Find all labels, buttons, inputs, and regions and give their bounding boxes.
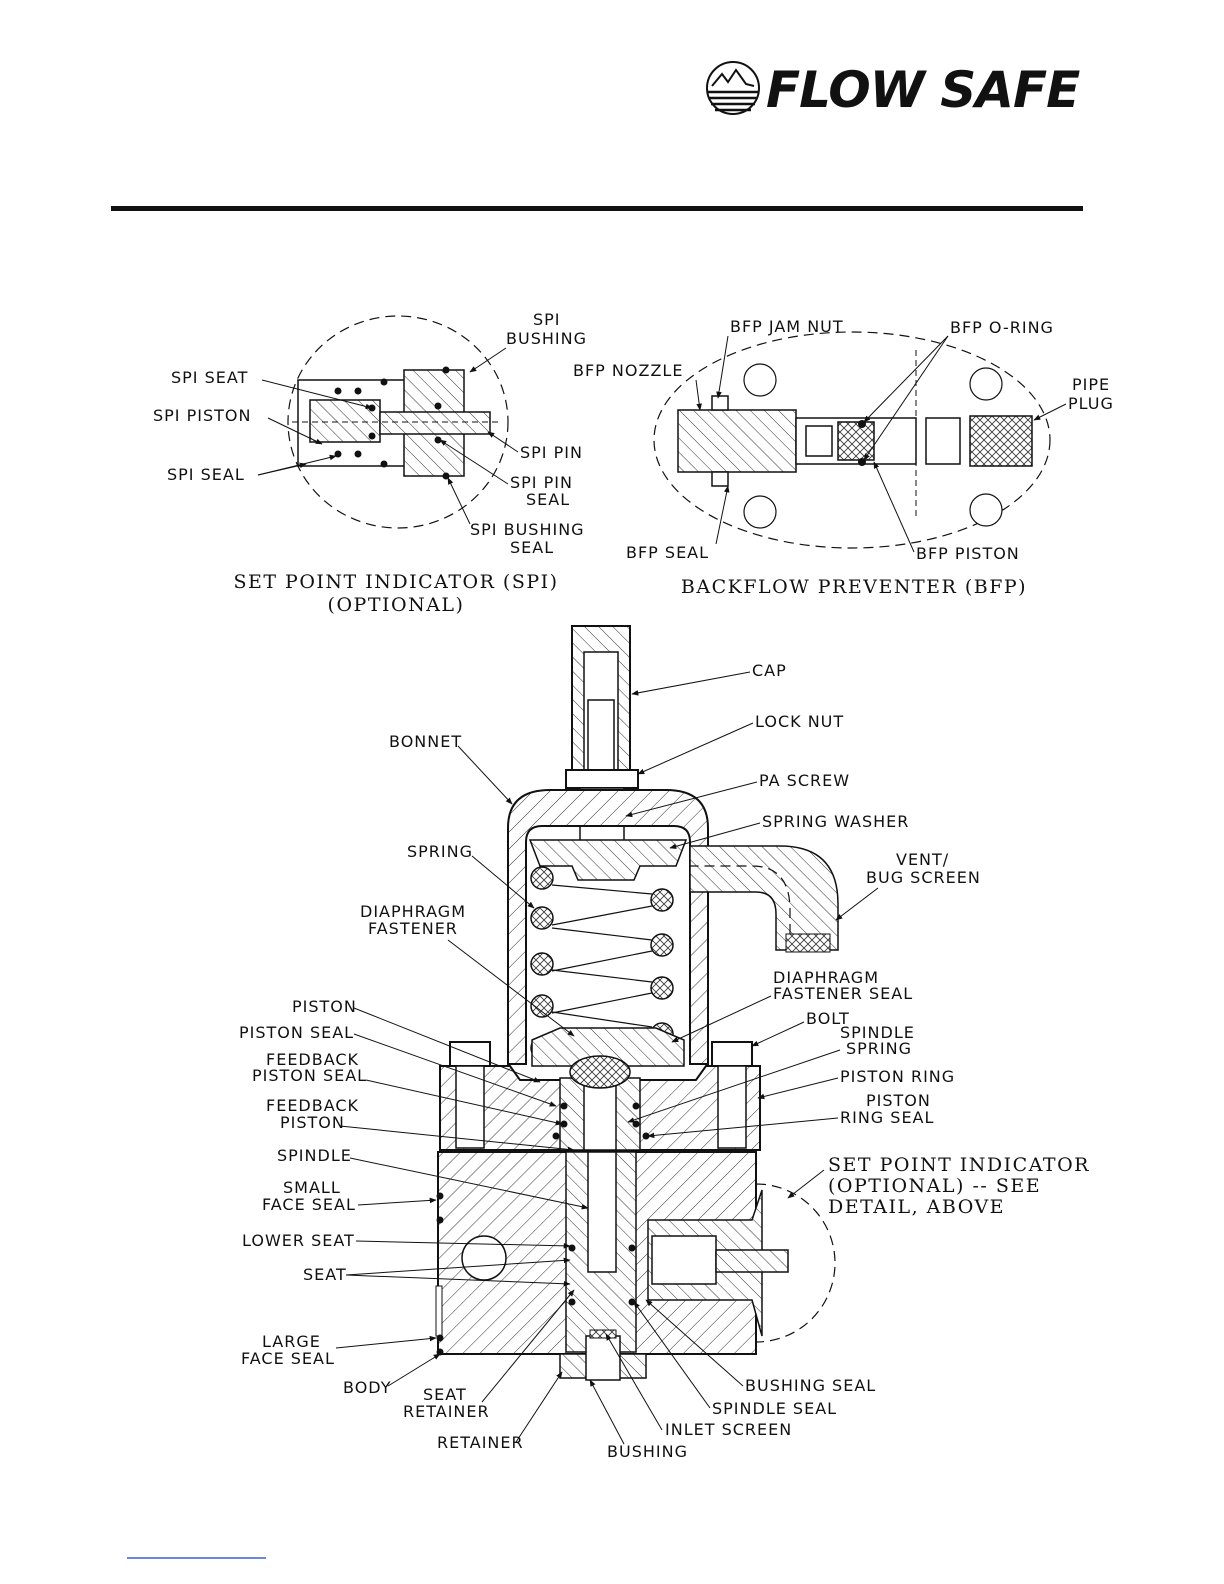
- spi-title-line1: SET POINT INDICATOR (SPI): [233, 571, 558, 593]
- label-small-face-seal-2: FACE SEAL: [262, 1195, 356, 1214]
- label-feedback-piston-seal-1: FEEDBACK: [266, 1050, 359, 1069]
- label-bonnet: BONNET: [389, 732, 462, 751]
- spi-callout-line1: SET POINT INDICATOR: [828, 1154, 1090, 1176]
- label-diaphragm-fastener-seal-1: DIAPHRAGM: [773, 968, 879, 987]
- spi-callout-line3: DETAIL, ABOVE: [828, 1196, 1005, 1218]
- label-pipe-plug-2: PLUG: [1068, 394, 1114, 413]
- label-spindle-spring-1: SPINDLE: [840, 1023, 915, 1042]
- label-diaphragm-fastener-1: DIAPHRAGM: [360, 902, 466, 921]
- label-seat-retainer-1: SEAT: [423, 1385, 467, 1404]
- label-spi-bushing-seal-1: SPI BUSHING: [470, 520, 585, 539]
- label-spi-bushing-2: BUSHING: [506, 329, 587, 348]
- label-seat-retainer-2: RETAINER: [403, 1402, 490, 1421]
- bfp-detail: BFP JAM NUT BFP O-RING BFP NOZZLE PIPE P…: [573, 317, 1114, 598]
- label-feedback-piston-seal-2: PISTON SEAL: [252, 1066, 367, 1085]
- label-seat: SEAT: [303, 1265, 347, 1284]
- label-bfp-o-ring: BFP O-RING: [950, 318, 1054, 337]
- label-spi-pin: SPI PIN: [520, 443, 583, 462]
- label-piston-ring-seal-2: RING SEAL: [840, 1108, 934, 1127]
- logo-text: FLOW SAFE: [766, 61, 1080, 119]
- label-inlet-screen: INLET SCREEN: [665, 1420, 792, 1439]
- flow-safe-globe-icon: [706, 61, 760, 115]
- flow-safe-logo: FLOW SAFE: [706, 61, 1081, 119]
- label-pa-screw: PA SCREW: [759, 771, 850, 790]
- label-piston-ring: PISTON RING: [840, 1067, 955, 1086]
- label-lock-nut: LOCK NUT: [755, 712, 844, 731]
- label-feedback-piston-1: FEEDBACK: [266, 1096, 359, 1115]
- label-spi-seal: SPI SEAL: [167, 465, 245, 484]
- label-pipe-plug-1: PIPE: [1072, 375, 1110, 394]
- label-spi-bushing-seal-2: SEAL: [510, 538, 554, 557]
- label-spi-pin-seal-1: SPI PIN: [510, 473, 573, 492]
- label-bfp-piston: BFP PISTON: [916, 544, 1020, 563]
- spi-detail: SPI BUSHING SPI SEAT SPI PISTON SPI SEAL…: [153, 310, 587, 616]
- label-diaphragm-fastener-seal-2: FASTENER SEAL: [773, 984, 913, 1003]
- label-bfp-jam-nut: BFP JAM NUT: [730, 317, 844, 336]
- label-body: BODY: [343, 1378, 392, 1397]
- label-bfp-nozzle: BFP NOZZLE: [573, 361, 683, 380]
- label-spindle-spring-2: SPRING: [846, 1039, 912, 1058]
- label-vent-2: BUG SCREEN: [866, 868, 981, 887]
- bfp-title: BACKFLOW PREVENTER (BFP): [681, 576, 1027, 598]
- label-small-face-seal-1: SMALL: [283, 1178, 341, 1197]
- label-bfp-seal: BFP SEAL: [626, 543, 709, 562]
- label-bushing-seal: BUSHING SEAL: [745, 1376, 876, 1395]
- label-bushing: BUSHING: [607, 1442, 688, 1461]
- header-rule: [111, 206, 1083, 211]
- spi-title-line2: (OPTIONAL): [328, 594, 465, 616]
- label-retainer: RETAINER: [437, 1433, 524, 1452]
- label-piston-seal: PISTON SEAL: [239, 1023, 354, 1042]
- label-large-face-seal-1: LARGE: [262, 1332, 321, 1351]
- label-piston-ring-seal-1: PISTON: [866, 1091, 931, 1110]
- label-spring: SPRING: [407, 842, 473, 861]
- label-spring-washer: SPRING WASHER: [762, 812, 909, 831]
- label-spi-piston: SPI PISTON: [153, 406, 251, 425]
- spi-callout-line2: (OPTIONAL) -- SEE: [828, 1175, 1041, 1197]
- label-piston: PISTON: [292, 997, 357, 1016]
- label-diaphragm-fastener-2: FASTENER: [368, 919, 458, 938]
- label-vent-1: VENT/: [896, 850, 949, 869]
- label-lower-seat: LOWER SEAT: [242, 1231, 355, 1250]
- label-cap: CAP: [752, 661, 787, 680]
- main-assembly: CAP LOCK NUT BONNET PA SCREW SPRING WASH…: [239, 625, 1090, 1461]
- label-large-face-seal-2: FACE SEAL: [241, 1349, 335, 1368]
- label-spindle: SPINDLE: [277, 1146, 352, 1165]
- label-spi-pin-seal-2: SEAL: [526, 490, 570, 509]
- label-spi-bushing-1: SPI: [533, 310, 561, 329]
- label-bolt: BOLT: [806, 1009, 850, 1028]
- label-spi-seat: SPI SEAT: [171, 368, 248, 387]
- label-spindle-seal: SPINDLE SEAL: [712, 1399, 837, 1418]
- label-feedback-piston-2: PISTON: [280, 1113, 345, 1132]
